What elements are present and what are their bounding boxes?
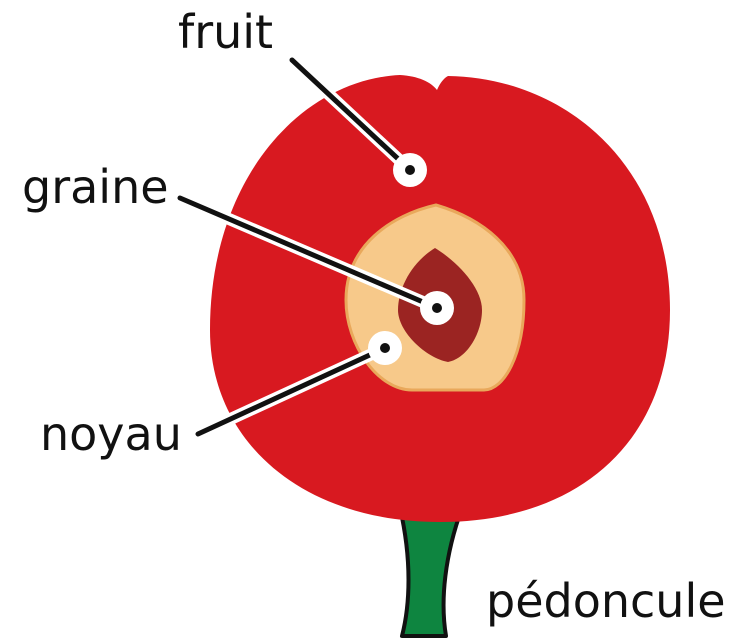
marker-fruit [393, 153, 427, 187]
label-fruit: fruit [178, 5, 273, 59]
marker-graine [420, 291, 454, 325]
label-noyau: noyau [40, 407, 182, 461]
stem-shape [400, 508, 462, 636]
label-pedoncule: pédoncule [486, 574, 726, 628]
marker-noyau [368, 331, 402, 365]
label-graine: graine [22, 160, 169, 214]
